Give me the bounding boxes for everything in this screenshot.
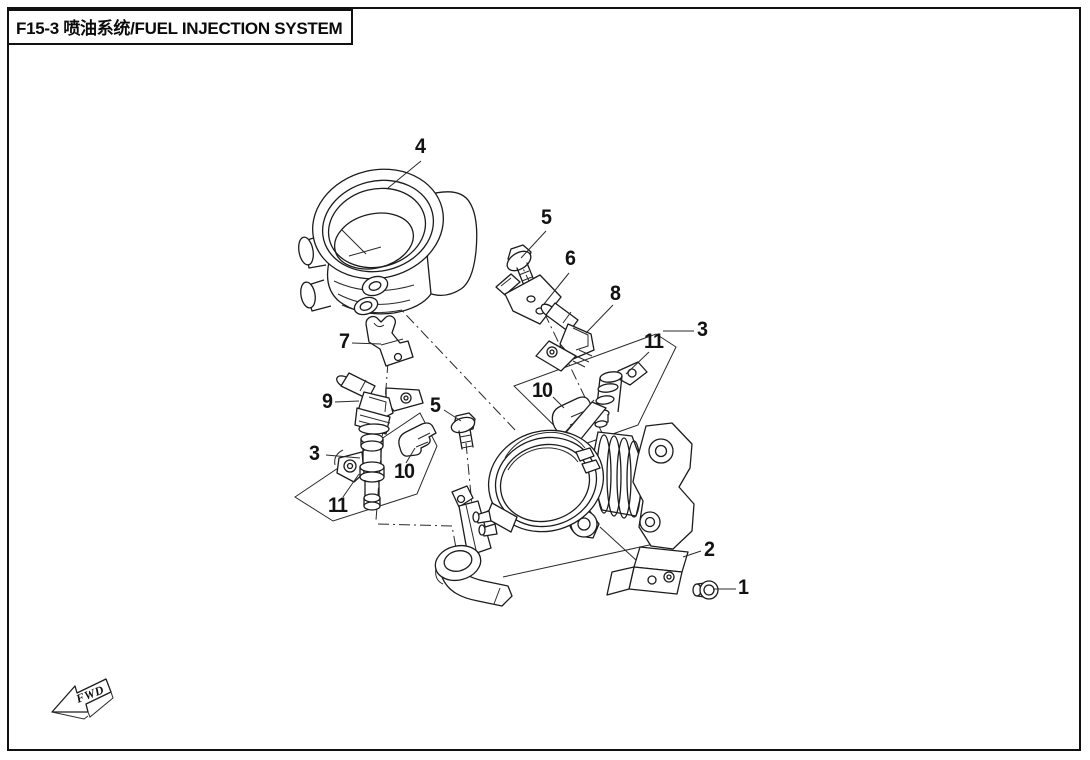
- callout-4: 4: [415, 135, 426, 158]
- part-2-bracket: [606, 546, 689, 596]
- callout-8: 8: [610, 282, 621, 305]
- part-4-throttle-body: [298, 168, 478, 316]
- page-title: F15-3 喷油系统/FUEL INJECTION SYSTEM: [7, 9, 354, 45]
- callout-1: 1: [738, 576, 749, 599]
- part-7-bracket: [365, 315, 414, 367]
- callout-5-left: 5: [430, 394, 441, 417]
- part-5-bolt-top: [506, 244, 536, 289]
- part-8-sensor: [535, 302, 595, 372]
- part-1-bolt: [692, 580, 719, 600]
- callout-9: 9: [322, 390, 333, 413]
- leader-lines: [325, 160, 736, 590]
- part-11-injector-right: [592, 361, 648, 428]
- part-10-clip-left: [398, 422, 437, 457]
- callout-7: 7: [339, 330, 350, 353]
- callout-3-left: 3: [309, 442, 320, 465]
- callout-10-left: 10: [394, 460, 415, 483]
- assembly-throttle-adapter: [472, 399, 695, 550]
- part-bracket-boss: [434, 544, 513, 607]
- callout-2: 2: [704, 538, 715, 561]
- callout-11-right: 11: [644, 330, 664, 353]
- callout-3-right: 3: [697, 318, 708, 341]
- callout-11-left: 11: [328, 494, 348, 517]
- callout-10-right: 10: [532, 379, 553, 402]
- part-bracket-strip: [451, 485, 492, 557]
- callout-5-top: 5: [541, 206, 552, 229]
- part-11-injector-left: [334, 433, 385, 511]
- part-9-sensor: [336, 372, 424, 435]
- fwd-arrow: FWD: [51, 678, 114, 720]
- page-border: [7, 7, 1081, 751]
- group-outline-3-left: [294, 412, 438, 522]
- part-5-bolt-left: [450, 412, 476, 450]
- callout-6: 6: [565, 247, 576, 270]
